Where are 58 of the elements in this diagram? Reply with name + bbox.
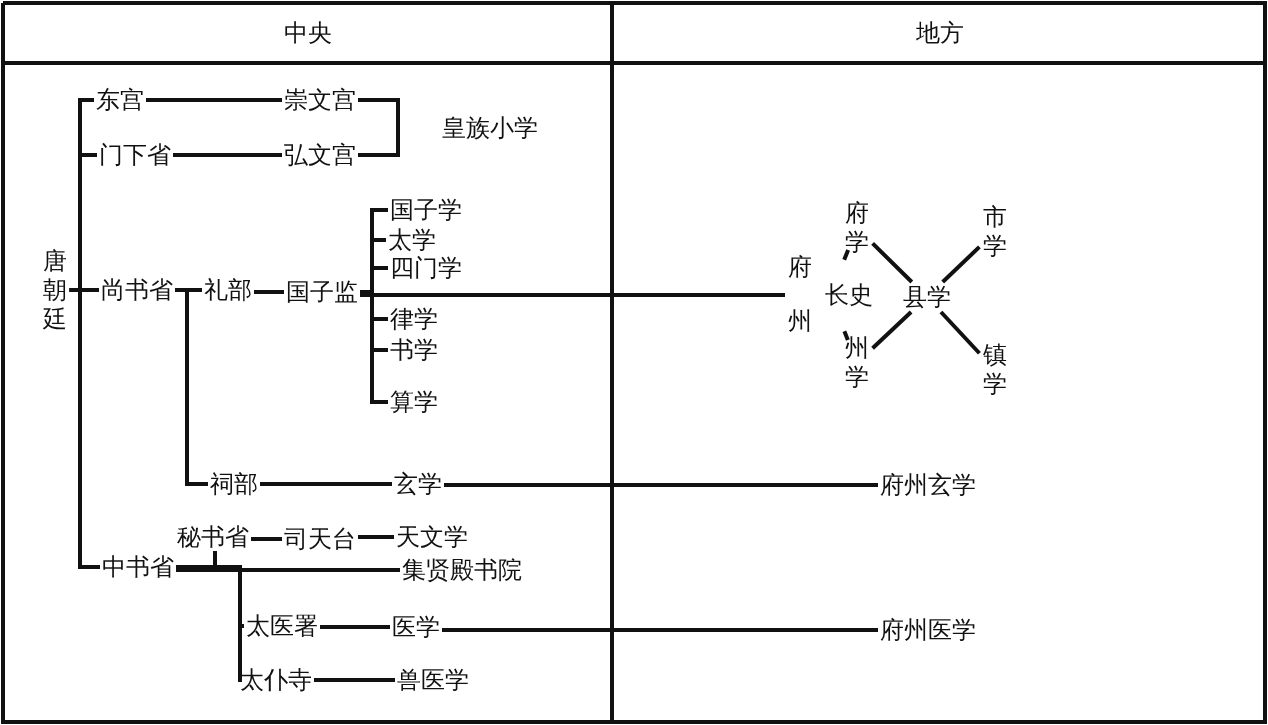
unit-label: 皇族小学 (442, 116, 538, 140)
unit-label: 长史 (825, 283, 873, 307)
unit-label: 国子学 (390, 198, 462, 222)
unit-label: 中书省 (102, 555, 174, 579)
unit-label: 府学 (844, 199, 870, 257)
connector-line (175, 288, 208, 486)
connector-line (939, 310, 981, 355)
unit-label: 府州玄学 (880, 473, 976, 497)
unit-label: 县学 (903, 285, 951, 309)
unit-label: 书学 (390, 338, 438, 362)
connector-line (260, 482, 392, 486)
unit-label: 府州 (787, 252, 813, 337)
connector-line (358, 535, 394, 539)
unit-label: 国子监 (286, 280, 358, 304)
connector-line (69, 288, 100, 569)
column-header: 中央 (284, 21, 332, 45)
unit-label: 东宫 (96, 88, 144, 112)
connector-line (251, 537, 282, 541)
unit-label: 天文学 (396, 525, 468, 549)
connector-line (146, 98, 282, 102)
connector-line (941, 245, 981, 284)
unit-label: 兽医学 (397, 668, 469, 692)
unit-label: 太医署 (246, 614, 318, 638)
unit-label: 门下省 (99, 143, 171, 167)
connector-line (442, 628, 878, 632)
unit-label: 律学 (390, 307, 438, 331)
unit-label: 医学 (392, 615, 440, 639)
connector-line (314, 678, 395, 682)
connector-line (254, 290, 284, 294)
unit-label: 崇文宫 (284, 88, 356, 112)
connector-line (842, 249, 850, 261)
unit-label: 唐朝廷 (42, 246, 68, 334)
connector-line (444, 483, 878, 487)
unit-label: 算学 (390, 390, 438, 414)
unit-label: 司天台 (284, 527, 356, 551)
connector-line (360, 293, 785, 297)
unit-label: 尚书省 (101, 278, 173, 302)
unit-label: 镇学 (982, 341, 1008, 399)
unit-label: 四门学 (390, 256, 462, 280)
connector-line (842, 330, 850, 341)
unit-label: 秘书省 (177, 525, 249, 549)
unit-label: 府州医学 (880, 618, 976, 642)
unit-label: 礼部 (204, 278, 252, 302)
column-header: 地方 (916, 21, 964, 45)
unit-label: 太仆寺 (240, 668, 312, 692)
unit-label: 太学 (388, 228, 436, 252)
connector-line (871, 310, 913, 350)
unit-label: 祠部 (210, 472, 258, 496)
unit-label: 州学 (844, 334, 870, 392)
unit-label: 玄学 (394, 472, 442, 496)
connector-line (871, 241, 914, 284)
connector-line (176, 568, 400, 572)
connector-line (320, 625, 390, 629)
unit-label: 市学 (982, 203, 1008, 261)
unit-label: 集贤殿书院 (402, 558, 522, 582)
unit-label: 弘文宫 (284, 143, 356, 167)
connector-line (173, 153, 282, 157)
connector-line (358, 98, 400, 157)
